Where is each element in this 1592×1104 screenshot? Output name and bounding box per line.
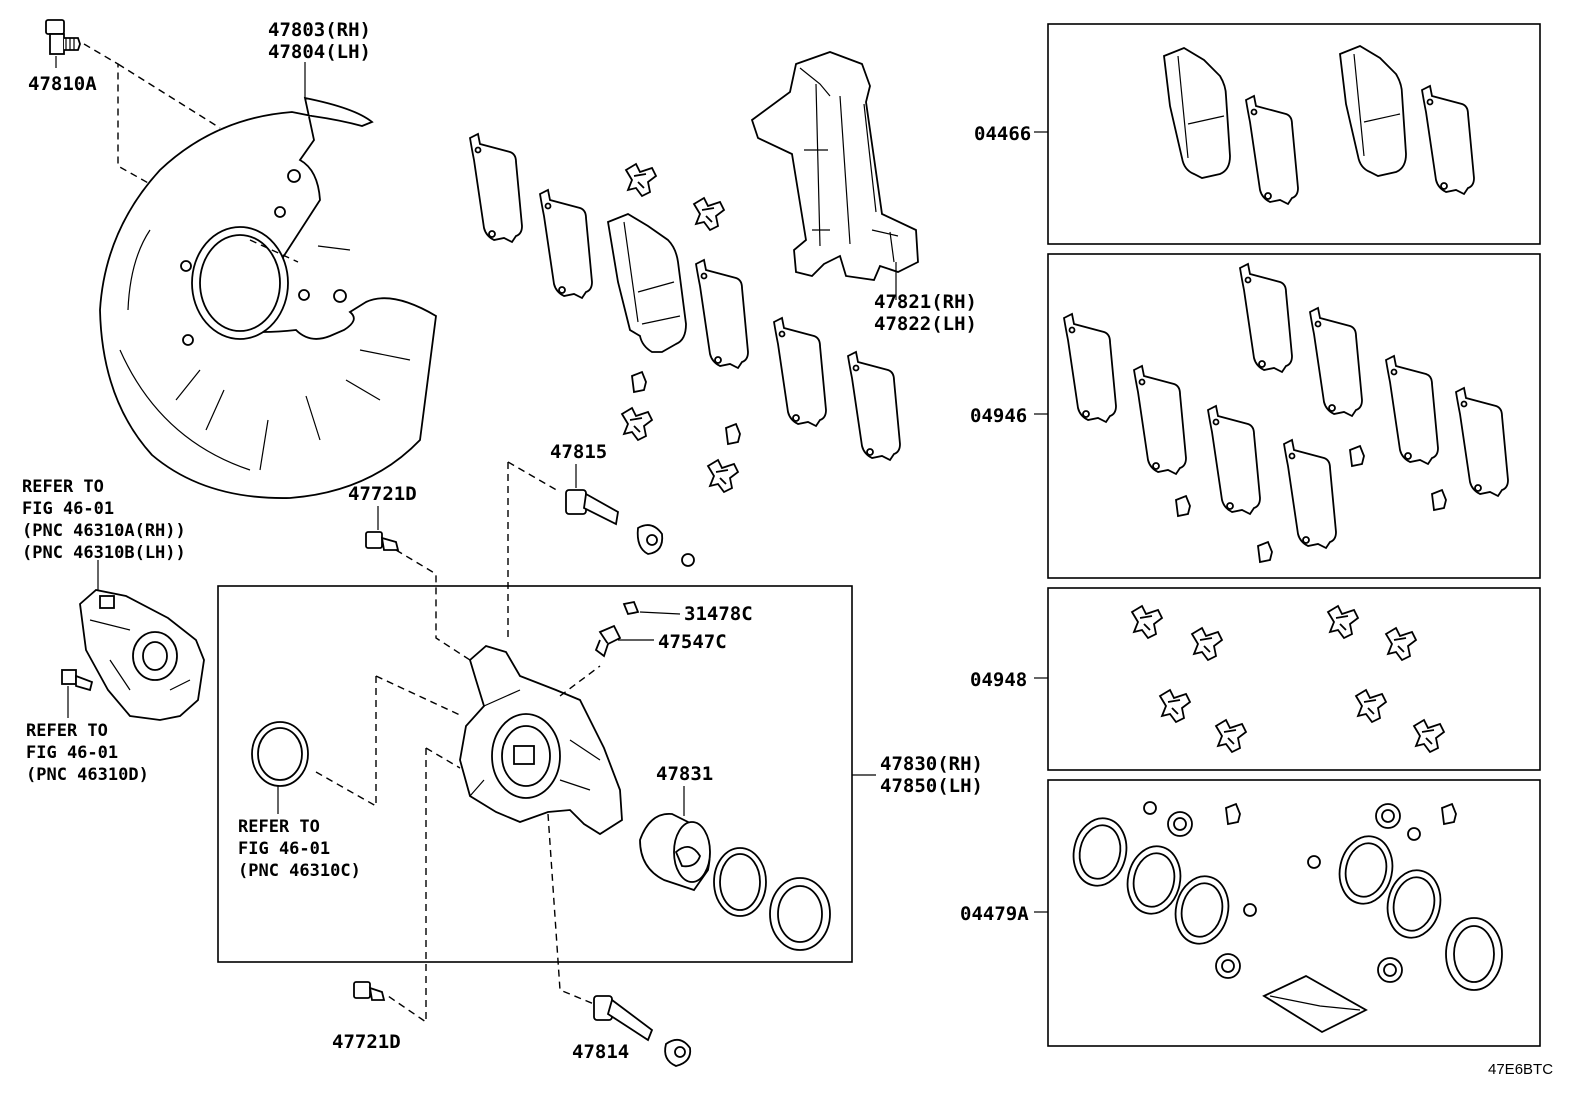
label-47721D-bottom: 47721D	[332, 1031, 401, 1053]
kit-box-04948	[1047, 587, 1541, 771]
bolt-47721D-top	[365, 531, 400, 551]
bolt-47810A	[45, 19, 81, 55]
refer-note-c-line3: (PNC 46310C)	[238, 861, 361, 881]
piston-47831	[639, 813, 711, 892]
kit-04946-pads	[1063, 263, 1509, 563]
kit-04479A-seals	[1066, 801, 1503, 1034]
guide-pin-47815	[565, 489, 695, 567]
refer-note-a-line2: FIG 46-01	[22, 499, 114, 519]
kit-04466-pads	[1163, 44, 1475, 205]
dust-shield	[99, 96, 437, 499]
piston-seals	[713, 847, 831, 951]
refer-note-c-line1: REFER TO	[238, 817, 320, 837]
label-47822-lh: 47822(LH)	[874, 313, 977, 335]
caliper-body	[459, 644, 623, 836]
diagram-code: 47E6BTC	[1488, 1061, 1553, 1078]
label-47803-rh: 47803(RH)	[268, 19, 371, 41]
label-04948: 04948	[970, 669, 1027, 691]
refer-note-a-line3: (PNC 46310A(RH))	[22, 521, 186, 541]
label-47830-rh: 47830(RH)	[880, 753, 983, 775]
label-47815: 47815	[550, 441, 607, 463]
label-31478C: 31478C	[684, 603, 753, 625]
caliper-assembly-box	[217, 585, 853, 963]
bolt-47721D-bottom	[353, 981, 386, 1001]
caliper-mounting-bracket	[750, 51, 919, 281]
bolt-actuator	[61, 669, 94, 692]
brake-pads-center	[469, 133, 901, 461]
label-04946: 04946	[970, 405, 1027, 427]
label-47804-lh: 47804(LH)	[268, 41, 371, 63]
bleeder-plug-47547C	[594, 624, 622, 658]
label-47821-rh: 47821(RH)	[874, 291, 977, 313]
refer-note-b-line3: (PNC 46310D)	[26, 765, 149, 785]
parking-brake-actuator	[79, 589, 205, 721]
label-04466: 04466	[974, 123, 1031, 145]
refer-note-a-line1: REFER TO	[22, 477, 104, 497]
refer-note-b-line1: REFER TO	[26, 721, 108, 741]
kit-box-04479A	[1047, 779, 1541, 1047]
label-47814: 47814	[572, 1041, 629, 1063]
refer-note-c-line2: FIG 46-01	[238, 839, 330, 859]
bleeder-cap-31478C	[622, 600, 640, 616]
label-04479A: 04479A	[960, 903, 1029, 925]
kit-04948-clips	[1131, 605, 1445, 753]
label-47547C: 47547C	[658, 631, 727, 653]
refer-note-a-line4: (PNC 46310B(LH))	[22, 543, 186, 563]
label-47850-lh: 47850(LH)	[880, 775, 983, 797]
label-47810A: 47810A	[28, 73, 97, 95]
piston-seal-ring	[251, 721, 309, 787]
label-47831: 47831	[656, 763, 713, 785]
guide-pin-47814	[593, 995, 692, 1067]
kit-box-04946	[1047, 253, 1541, 579]
label-47721D-top: 47721D	[348, 483, 417, 505]
refer-note-b-line2: FIG 46-01	[26, 743, 118, 763]
kit-box-04466	[1047, 23, 1541, 245]
